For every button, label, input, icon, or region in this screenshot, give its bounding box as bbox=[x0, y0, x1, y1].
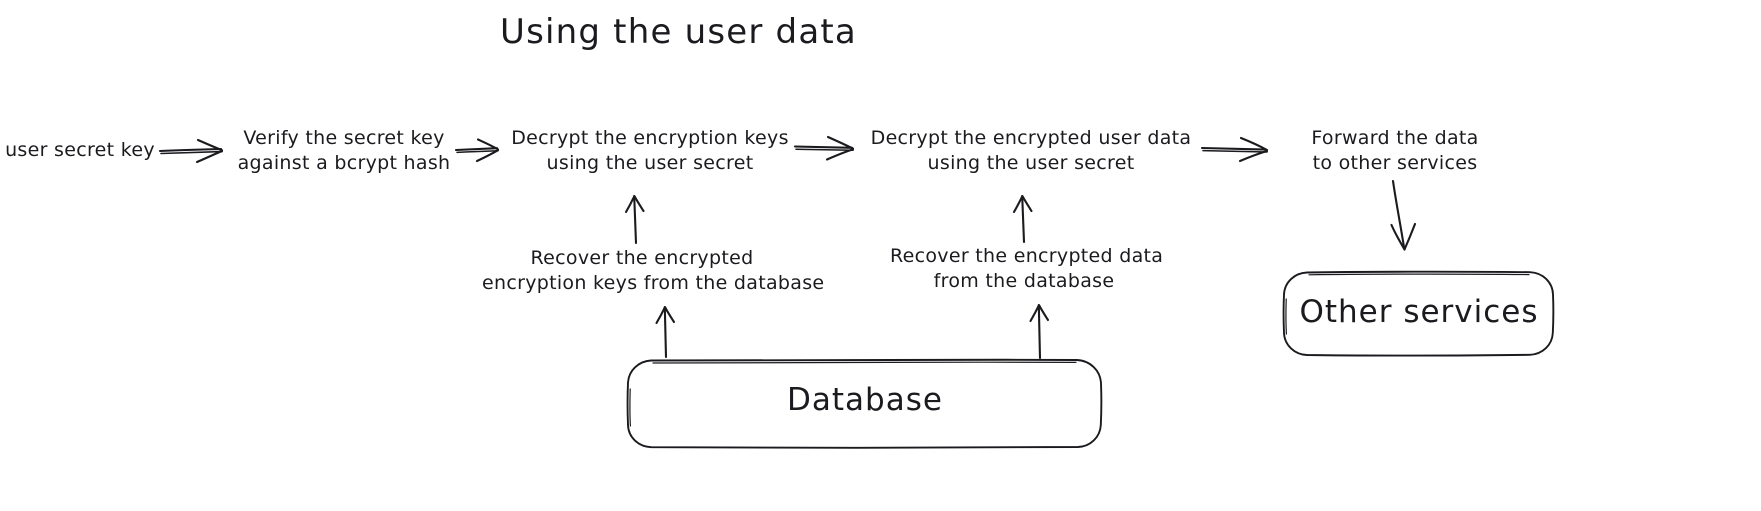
box-label-database[interactable]: Database bbox=[787, 382, 943, 418]
arrow-recover-keys-up bbox=[624, 194, 645, 245]
node-decrypt-user-data: Decrypt the encrypted user data using th… bbox=[870, 127, 1192, 175]
node-verify-secret-key: Verify the secret key against a bcrypt h… bbox=[237, 127, 451, 175]
diagram-title: Using the user data bbox=[500, 12, 857, 52]
label-recover-encrypted-data: Recover the encrypted data from the data… bbox=[890, 245, 1164, 293]
arrow-verify-to-decrypt-keys bbox=[454, 138, 500, 163]
label-recover-encryption-keys: Recover the encrypted encryption keys fr… bbox=[482, 247, 825, 295]
arrow-database-to-recover-data bbox=[1029, 303, 1050, 360]
arrow-decrypt-data-to-forward bbox=[1200, 136, 1269, 163]
arrow-forward-to-other-services bbox=[1390, 179, 1417, 251]
arrow-secret-to-verify bbox=[158, 138, 224, 164]
arrow-recover-data-up bbox=[1012, 194, 1033, 244]
arrow-decrypt-keys-to-decrypt-data bbox=[793, 135, 855, 161]
node-decrypt-encryption-keys: Decrypt the encryption keys using the us… bbox=[511, 127, 789, 175]
arrow-database-to-recover-keys bbox=[655, 305, 676, 359]
node-forward-data: Forward the data to other services bbox=[1311, 127, 1479, 175]
node-user-secret-key: user secret key bbox=[5, 139, 155, 161]
box-label-other-services[interactable]: Other services bbox=[1299, 294, 1539, 330]
